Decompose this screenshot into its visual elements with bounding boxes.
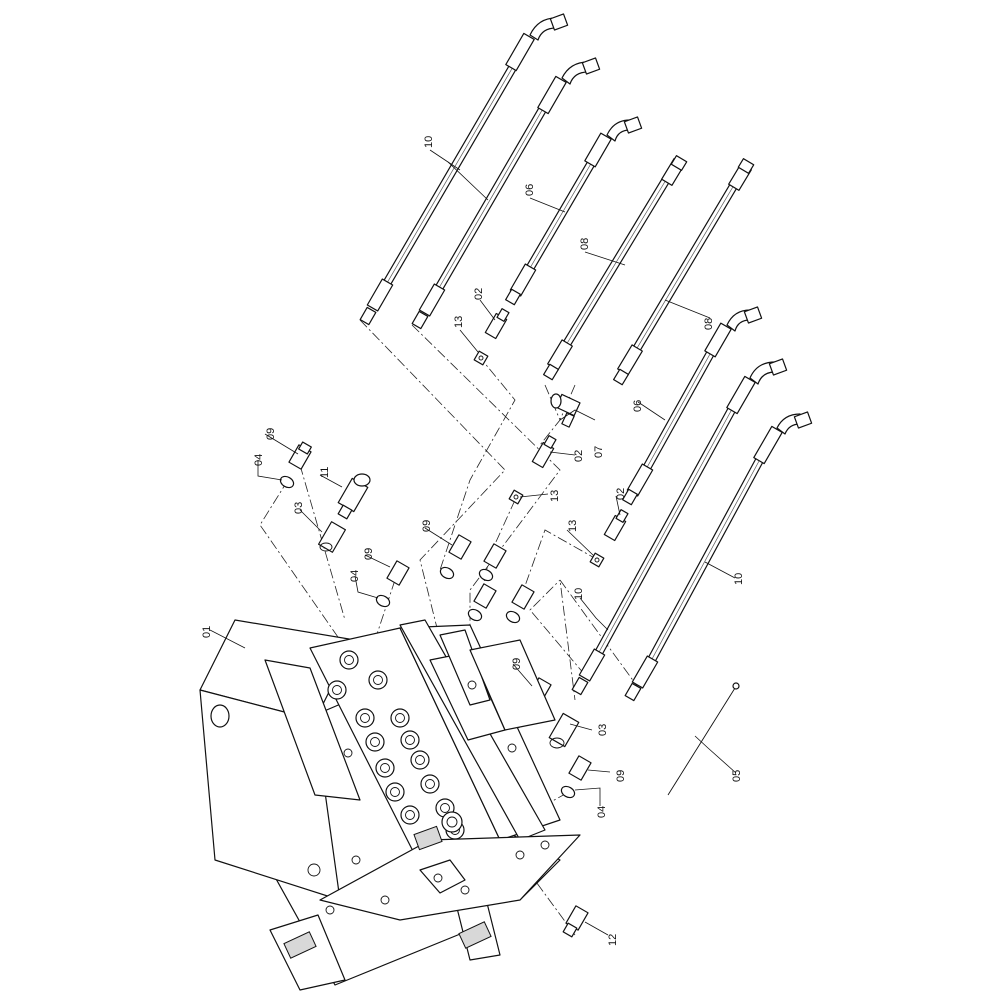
hose-08-left <box>543 155 688 381</box>
callout-11: 11 <box>319 467 331 478</box>
hose-10-upper-left <box>359 13 569 326</box>
fitting-09-top-left <box>288 441 312 470</box>
callout-09-right-lower: 09 <box>615 770 627 782</box>
callout-13-right: 13 <box>567 520 579 532</box>
callout-09-left-lower: 09 <box>363 548 375 560</box>
callout-10-top: 10 <box>423 136 435 148</box>
fitting-13-top <box>473 350 489 366</box>
callout-13-top: 13 <box>453 316 465 328</box>
hose-06-lower <box>622 306 763 506</box>
callout-labels: 01 10 06 08 02 13 08 06 07 02 13 02 13 1… <box>201 136 745 946</box>
callout-05: 05 <box>731 770 743 782</box>
fitting-13-right <box>589 552 605 568</box>
adapter-03-left <box>317 521 347 553</box>
callout-07: 07 <box>593 446 605 458</box>
callout-09-top-left: 09 <box>265 428 277 440</box>
callout-06-right: 06 <box>632 400 644 412</box>
callout-03-left: 03 <box>293 502 305 514</box>
fitting-02-middle <box>531 435 557 469</box>
leader-lines <box>209 149 737 936</box>
fitting-09-left-lower <box>375 560 410 608</box>
callout-02-top: 02 <box>473 288 485 300</box>
fittings-center-group <box>467 543 535 624</box>
callout-03-right: 03 <box>597 724 609 736</box>
elbow-fitting-11 <box>337 473 371 520</box>
hose-10-upper-right <box>411 57 601 330</box>
callout-10-right: 10 <box>733 573 745 585</box>
callout-02-middle: 02 <box>573 450 585 462</box>
hose-10-lower-left <box>571 358 788 696</box>
fitting-09-center <box>439 534 472 580</box>
callout-06-top: 06 <box>524 184 536 196</box>
callout-13-middle: 13 <box>549 490 561 502</box>
fitting-09-right-lower <box>560 755 592 799</box>
hose-06-upper <box>505 116 643 306</box>
washer-04-top-left <box>279 475 295 489</box>
callout-01: 01 <box>201 626 213 638</box>
callout-10-middle: 10 <box>573 588 585 600</box>
callout-02-right: 02 <box>615 488 627 500</box>
adapter-03-right <box>548 712 580 749</box>
fitting-13-middle <box>508 489 524 505</box>
cable-tie-05 <box>667 682 740 796</box>
callout-04-right-lower: 04 <box>596 806 608 818</box>
callout-04-top-left: 04 <box>253 454 265 466</box>
fitting-02-top <box>484 308 510 340</box>
valve-block-assembly <box>199 619 581 991</box>
callout-12: 12 <box>607 934 619 946</box>
callout-09-center: 09 <box>421 520 433 532</box>
fitting-02-right <box>603 509 629 542</box>
plug-fitting-12 <box>562 905 589 938</box>
callout-04-left-lower: 04 <box>349 570 361 582</box>
hose-08-right <box>613 158 755 386</box>
callout-09-right: 09 <box>511 658 523 670</box>
callout-08-right: 08 <box>703 318 715 330</box>
hose-10-lower-right <box>624 411 813 702</box>
callout-08-left: 08 <box>579 238 591 250</box>
